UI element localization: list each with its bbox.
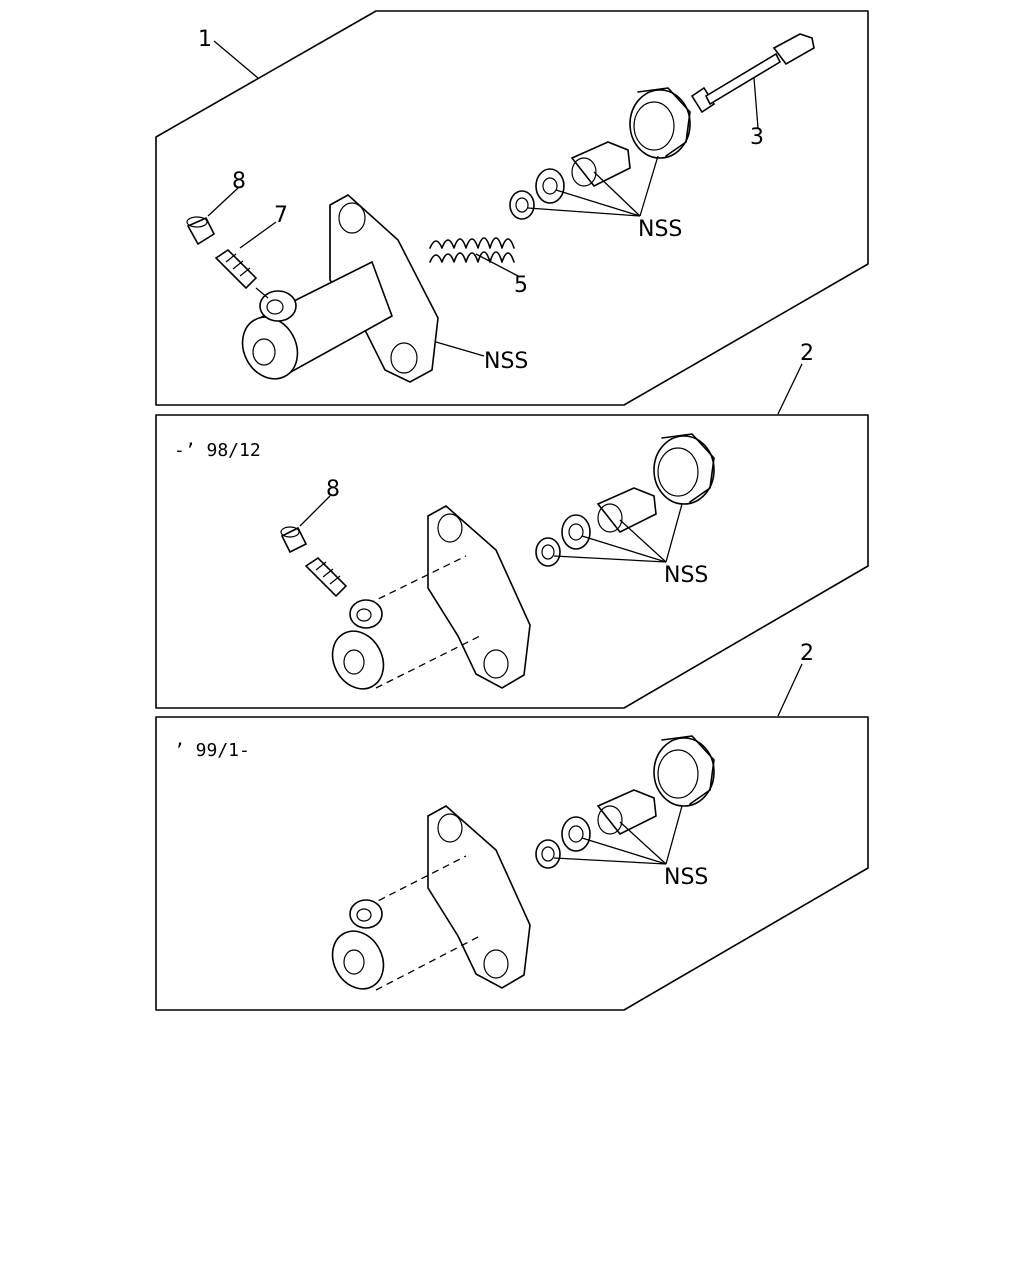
nss-leader-4 (639, 155, 659, 217)
nss-early-leader-2 (581, 535, 667, 563)
seal-kit-late (535, 735, 715, 869)
callout-7-leader (239, 221, 277, 249)
nss-early-label: NSS (664, 563, 708, 588)
nss-late-leader-4 (665, 805, 683, 865)
nss-leader-1 (527, 207, 641, 217)
panel-late: 2 ’ 99/1- NSS (155, 641, 869, 1011)
nss-late-leader-3 (619, 821, 667, 865)
callout-bleeder-number: 7 (274, 203, 288, 228)
callout-spring-number: 5 (514, 273, 528, 298)
callout-2b-leader (777, 663, 803, 717)
callout-late-number: 2 (800, 641, 814, 666)
bleeder-cap (186, 216, 216, 246)
nss-late-label: NSS (664, 865, 708, 890)
panel-assembly: 1 8 7 (155, 10, 869, 406)
callout-5-leader (475, 253, 519, 277)
nss-body-leader (435, 341, 485, 357)
callout-8b-leader (299, 495, 331, 527)
nss-body-label: NSS (484, 349, 528, 374)
panel-early-frame (155, 414, 869, 709)
callout-assembly-number: 1 (198, 27, 212, 52)
callout-boot-number: 8 (232, 169, 246, 194)
return-spring (429, 237, 515, 263)
period-note-late: ’ 99/1- (174, 740, 250, 761)
panel-assembly-frame (155, 10, 869, 406)
nss-early-leader-3 (619, 519, 667, 563)
callout-3-leader (753, 77, 759, 129)
bleeder-screw-early (304, 556, 348, 598)
callout-2a-leader (777, 363, 803, 415)
nss-leader-2 (555, 189, 641, 217)
nss-early-leader-4 (665, 503, 683, 563)
nss-late-leader-2 (581, 837, 667, 865)
push-rod (690, 33, 815, 114)
seal-kit (509, 87, 691, 220)
slave-cylinder-body-early (331, 505, 531, 690)
seal-kit-early (535, 433, 715, 567)
period-note-early: -’ 98/12 (174, 440, 261, 461)
callout-early-number: 2 (800, 341, 814, 366)
nss-early-leader-1 (553, 555, 667, 563)
nss-internal-label: NSS (638, 217, 682, 242)
bleeder-cap-early (280, 526, 308, 554)
nss-leader-3 (593, 171, 641, 217)
panel-early: 2 -’ 98/12 8 (155, 341, 869, 709)
callout-8-leader (207, 187, 239, 217)
bleeder-screw (214, 248, 269, 299)
callout-early-boot-number: 8 (326, 477, 340, 502)
callout-1-leader (213, 40, 259, 79)
slave-cylinder-body (241, 194, 439, 383)
slave-cylinder-body-late (331, 805, 531, 991)
panel-late-frame (155, 716, 869, 1011)
nss-late-leader-1 (553, 857, 667, 865)
callout-pushrod-number: 3 (750, 125, 764, 150)
